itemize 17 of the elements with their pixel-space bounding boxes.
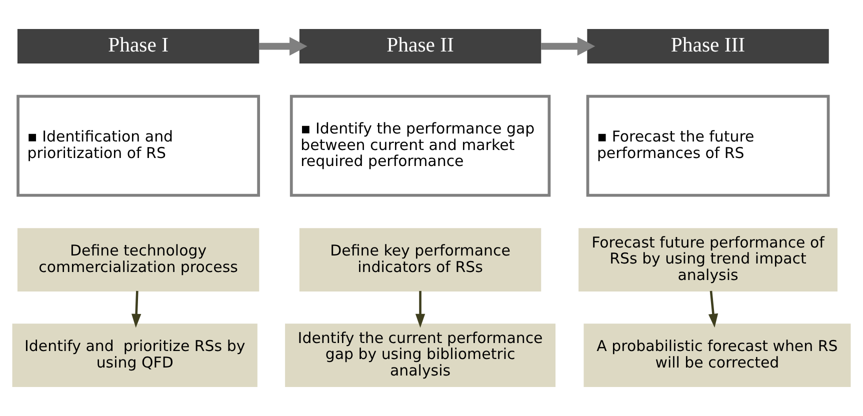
node-box: Define technology commercialization process bbox=[17, 228, 260, 292]
node-box: ▪ Identification and prioritization of RS bbox=[16, 94, 260, 197]
arrow bbox=[258, 36, 308, 56]
arrow bbox=[708, 290, 718, 328]
node-box: ▪ Forecast the future performances of RS bbox=[586, 94, 830, 197]
node-box: ▪ Identify the performance gap between current and market required performance bbox=[290, 94, 551, 197]
arrow bbox=[132, 290, 142, 328]
node-box: Phase III bbox=[587, 29, 829, 64]
node-box: Forecast future performance of RSs by using trend impact analysis bbox=[578, 228, 838, 292]
node-box: Define key performance indicators of RSs bbox=[299, 228, 542, 292]
arrow bbox=[415, 290, 426, 328]
arrow bbox=[541, 36, 596, 56]
node-box: Phase II bbox=[299, 29, 542, 64]
node-box: Identify and prioritize RSs by using QFD bbox=[12, 324, 258, 387]
node-box: Identify the current performance gap by using bibliometric analysis bbox=[285, 324, 556, 387]
node-box: Phase I bbox=[17, 29, 260, 64]
node-box: A probabilistic forecast when RS will be corrected bbox=[584, 324, 851, 387]
